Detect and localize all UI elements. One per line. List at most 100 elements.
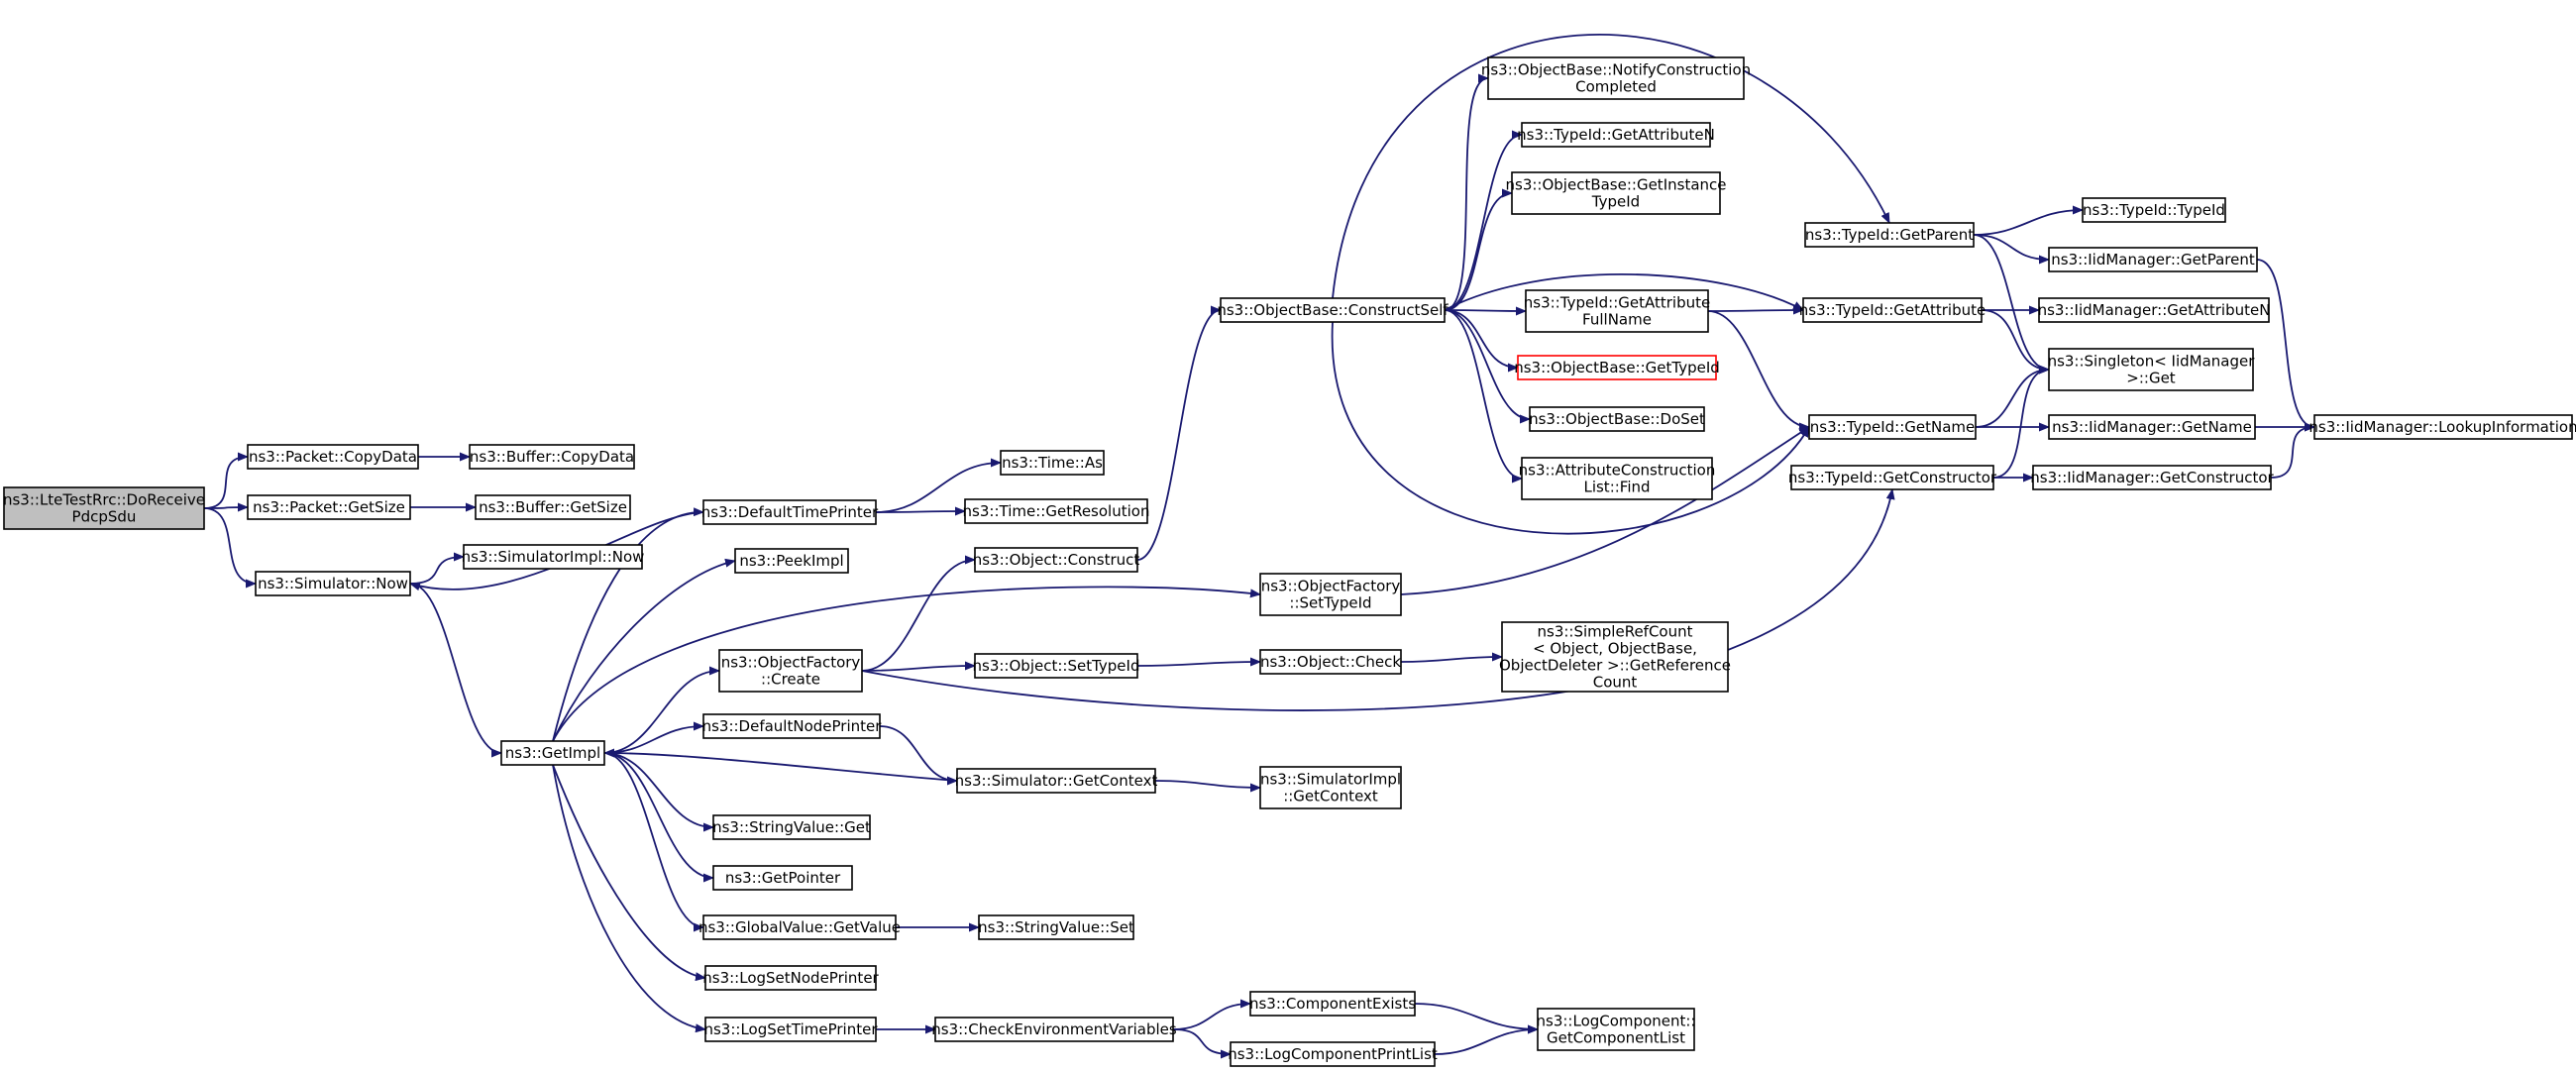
node-label-line: < Object, ObjectBase, — [1533, 640, 1697, 658]
node-box — [1501, 621, 1729, 693]
edge-path — [1981, 309, 2050, 375]
node-iid-getattrn[interactable]: ns3::IidManager::GetAttributeN — [2038, 297, 2271, 323]
node-sim-getctx[interactable]: ns3::Simulator::GetContext — [955, 768, 1158, 794]
edge-path — [2256, 259, 2315, 432]
node-label-line: ns3::Simulator::GetContext — [955, 772, 1158, 790]
node-box — [1808, 414, 1977, 440]
edge-ob_construct-to-tid_getparent — [1332, 34, 1890, 299]
edge-getimpl-to-of_create — [603, 666, 720, 754]
edge-ob_construct-to-tid_getname — [1331, 321, 1810, 535]
node-lc-getlist[interactable]: ns3::LogComponent::GetComponentList — [1537, 1008, 1696, 1051]
edge-def_time-to-time_as — [875, 458, 1002, 513]
node-gv-getvalue[interactable]: ns3::GlobalValue::GetValue — [698, 914, 901, 940]
edge-path — [1136, 305, 1222, 561]
node-time-res[interactable]: ns3::Time::GetResolution — [963, 498, 1150, 524]
node-of-settypeid[interactable]: ns3::ObjectFactory::SetTypeId — [1259, 573, 1402, 616]
node-box — [704, 965, 877, 991]
node-buf-size[interactable]: ns3::Buffer::GetSize — [475, 494, 631, 520]
node-of-create[interactable]: ns3::ObjectFactory::Create — [718, 649, 863, 693]
node-getpointer[interactable]: ns3::GetPointer — [712, 865, 853, 891]
node-sv-get[interactable]: ns3::StringValue::Get — [712, 814, 871, 840]
node-tid-getctor[interactable]: ns3::TypeId::GetConstructor — [1788, 465, 1997, 490]
node-obj-construct[interactable]: ns3::Object::Construct — [973, 547, 1140, 573]
node-getimpl[interactable]: ns3::GetImpl — [500, 740, 605, 766]
edge-path — [1973, 234, 2050, 265]
node-obj-settypeid[interactable]: ns3::Object::SetTypeId — [973, 653, 1140, 679]
edge-root-to-sim_now — [203, 507, 257, 589]
node-tid-getname[interactable]: ns3::TypeId::GetName — [1808, 414, 1977, 440]
node-box — [1802, 297, 1983, 323]
edge-ob_construct-to-tid_getattrn — [1444, 130, 1523, 311]
node-sv-set[interactable]: ns3::StringValue::Set — [978, 914, 1134, 940]
node-ob-doset[interactable]: ns3::ObjectBase::DoSet — [1529, 406, 1705, 432]
node-ob-gettypeid[interactable]: ns3::ObjectBase::GetTypeId — [1514, 355, 1720, 380]
node-label-line: ::Create — [761, 671, 820, 689]
node-obj-check[interactable]: ns3::Object::Check — [1259, 649, 1402, 675]
node-def-node[interactable]: ns3::DefaultNodePrinter — [702, 713, 883, 739]
node-singleton[interactable]: ns3::Singleton< IidManager >::Get — [2048, 348, 2256, 391]
edge-path — [1992, 365, 2050, 479]
node-logtime[interactable]: ns3::LogSetTimePrinter — [703, 1017, 878, 1042]
node-tid-getattr[interactable]: ns3::TypeId::GetAttribute — [1799, 297, 1986, 323]
edge-path — [861, 555, 976, 672]
edge-getimpl-to-getpointer — [603, 752, 714, 883]
node-box — [1259, 573, 1402, 616]
node-label-line: ns3::PeekImpl — [739, 552, 843, 570]
edge-path — [2270, 422, 2315, 479]
edge-tid_getattr-to-singleton — [1981, 309, 2050, 375]
node-label-line: ns3::TypeId::GetAttribute — [1799, 301, 1986, 319]
node-simimpl-ctx[interactable]: ns3::SimulatorImpl::GetContext — [1259, 766, 1402, 809]
node-label-line: ns3::Object::Check — [1260, 653, 1401, 671]
node-buf-copy[interactable]: ns3::Buffer::CopyData — [469, 444, 635, 470]
node-peekimpl[interactable]: ns3::PeekImpl — [734, 548, 849, 574]
node-time-as[interactable]: ns3::Time::As — [1000, 450, 1105, 476]
edge-path — [603, 666, 720, 754]
edge-path — [552, 558, 736, 742]
edge-path — [1444, 188, 1513, 311]
node-box — [2048, 348, 2254, 391]
edge-sim_getctx-to-simimpl_ctx — [1154, 780, 1261, 793]
node-label-line: ns3::GlobalValue::GetValue — [698, 918, 901, 936]
node-label-line: ns3::ObjectBase::DoSet — [1529, 410, 1705, 428]
node-box — [1220, 297, 1446, 323]
node-box — [2313, 414, 2573, 440]
edge-path — [861, 661, 976, 672]
node-srcount[interactable]: ns3::SimpleRefCount< Object, ObjectBase,… — [1499, 621, 1731, 693]
edge-path — [1444, 73, 1489, 311]
node-tid-typeid[interactable]: ns3::TypeId::TypeId — [2082, 197, 2226, 223]
node-iid-getparent[interactable]: ns3::IidManager::GetParent — [2048, 247, 2258, 272]
node-label-line: ns3::LteTestRrc::DoReceive — [3, 491, 205, 509]
node-sim-now[interactable]: ns3::Simulator::Now — [255, 571, 411, 596]
node-compexists[interactable]: ns3::ComponentExists — [1249, 991, 1416, 1017]
node-box — [718, 649, 863, 693]
node-label-line: ns3::Simulator::Now — [258, 575, 408, 592]
edge-sim_now-to-simimpl_now — [409, 552, 465, 585]
node-pkt-size[interactable]: ns3::Packet::GetSize — [247, 494, 411, 520]
node-lognode[interactable]: ns3::LogSetNodePrinter — [702, 965, 880, 991]
node-simimpl-now[interactable]: ns3::SimulatorImpl::Now — [462, 544, 645, 570]
node-tid-getparent[interactable]: ns3::TypeId::GetParent — [1804, 222, 1975, 248]
node-label-line: PdcpSdu — [72, 508, 137, 526]
edge-path — [1444, 306, 1527, 316]
node-iid-getname[interactable]: ns3::IidManager::GetName — [2048, 414, 2256, 440]
node-pkt-copy[interactable]: ns3::Packet::CopyData — [247, 444, 419, 470]
node-label-line: ns3::TypeId::GetName — [1810, 418, 1975, 436]
node-ob-construct[interactable]: ns3::ObjectBase::ConstructSelf — [1217, 297, 1449, 323]
edge-path — [875, 506, 966, 516]
node-iid-lookup[interactable]: ns3::IidManager::LookupInformation — [2308, 414, 2576, 440]
node-tid-getattrn[interactable]: ns3::TypeId::GetAttributeN — [1517, 122, 1715, 148]
node-lcprint[interactable]: ns3::LogComponentPrintList — [1228, 1041, 1438, 1067]
node-label-line: ns3::ObjectFactory — [1261, 578, 1401, 595]
node-box — [734, 548, 849, 574]
node-ob-notify[interactable]: ns3::ObjectBase::NotifyConstructionCompl… — [1481, 56, 1751, 100]
node-checkenv[interactable]: ns3::CheckEnvironmentVariables — [931, 1017, 1177, 1042]
node-box — [1517, 355, 1717, 380]
node-iid-getctor[interactable]: ns3::IidManager::GetConstructor — [2030, 465, 2275, 490]
edge-path — [603, 748, 958, 782]
node-def-time[interactable]: ns3::DefaultTimePrinter — [701, 499, 879, 525]
edge-sim_now-to-getimpl — [409, 583, 502, 758]
